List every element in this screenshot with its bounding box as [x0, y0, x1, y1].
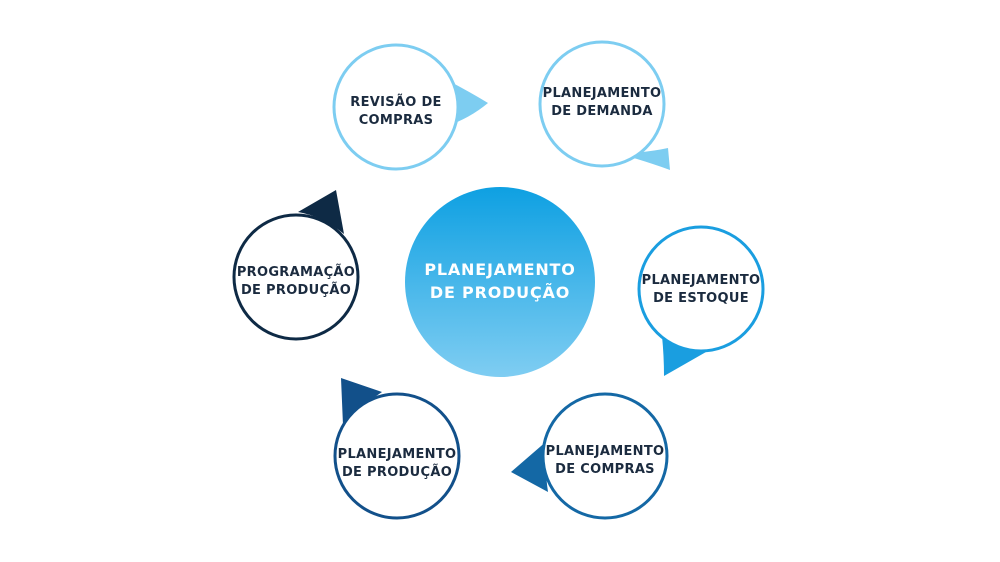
node-pointer [662, 336, 706, 376]
node-planejamento-producao: PLANEJAMENTO DE PRODUÇÃO [333, 378, 461, 520]
node-label-line1: PLANEJAMENTO [338, 447, 457, 462]
node-planejamento-compras: PLANEJAMENTO DE COMPRAS [511, 392, 669, 520]
node-circle [332, 43, 460, 171]
node-label-line2: DE COMPRAS [555, 462, 655, 477]
node-label-line1: REVISÃO DE [350, 94, 441, 110]
node-pointer [511, 440, 548, 492]
node-label-line2: DE PRODUÇÃO [241, 282, 351, 298]
center-label-line2: DE PRODUÇÃO [430, 283, 570, 302]
center-node: PLANEJAMENTO DE PRODUÇÃO [405, 187, 595, 377]
node-circle [333, 392, 461, 520]
node-label-line2: DE PRODUÇÃO [342, 464, 452, 480]
node-planejamento-demanda: PLANEJAMENTO DE DEMANDA [538, 40, 670, 170]
node-revisao-compras: REVISÃO DE COMPRAS [332, 43, 488, 171]
node-label-line2: DE DEMANDA [551, 104, 653, 119]
node-planejamento-estoque: PLANEJAMENTO DE ESTOQUE [637, 225, 765, 376]
node-label-line1: PLANEJAMENTO [642, 273, 761, 288]
node-label-line2: COMPRAS [359, 113, 434, 128]
node-label-line1: PLANEJAMENTO [546, 444, 665, 459]
node-circle [541, 392, 669, 520]
node-circle [637, 225, 765, 353]
node-circle [538, 40, 666, 168]
center-label-line1: PLANEJAMENTO [424, 260, 575, 279]
node-label-line2: DE ESTOQUE [653, 291, 749, 306]
node-circle [232, 213, 360, 341]
node-pointer [298, 190, 344, 234]
center-circle [405, 187, 595, 377]
node-label-line1: PLANEJAMENTO [543, 86, 662, 101]
node-programacao-producao: PROGRAMAÇÃO DE PRODUÇÃO [232, 190, 360, 341]
node-label-line1: PROGRAMAÇÃO [237, 264, 355, 280]
